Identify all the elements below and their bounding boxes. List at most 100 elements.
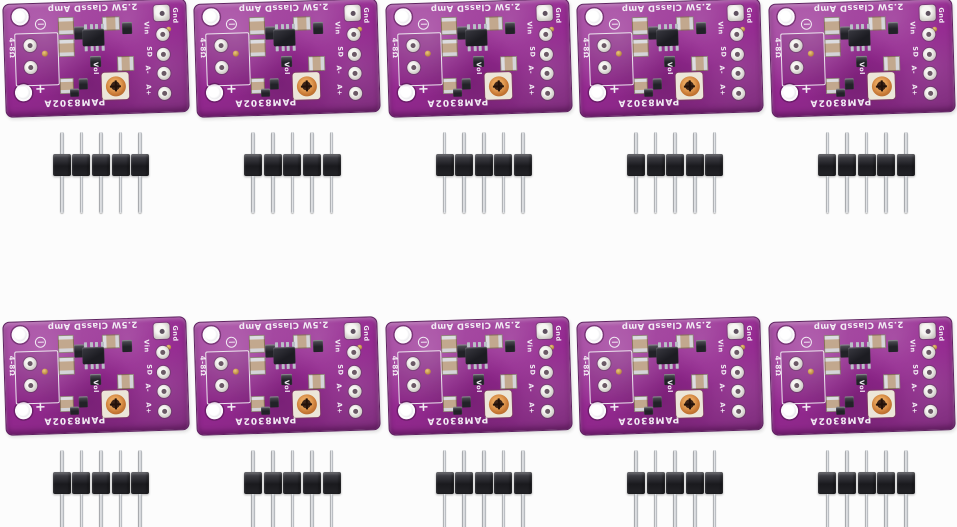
speaker-terminal-box	[779, 32, 826, 87]
polarity-minus-icon	[226, 18, 238, 30]
header-pin	[474, 132, 494, 213]
pin-label-gnd: Gnd	[362, 7, 371, 24]
impedance-label: 4-8Ω	[390, 37, 399, 59]
volume-trimmer-potentiometer	[484, 71, 513, 100]
pin-label-vin: Vin	[716, 21, 725, 35]
a-plus-pad	[731, 404, 746, 418]
header-pin	[283, 132, 303, 213]
ic-pin	[854, 342, 859, 348]
volume-trimmer-potentiometer	[867, 389, 895, 418]
resistor	[835, 88, 845, 97]
ic-pin	[855, 364, 859, 370]
fiducial-gold-dot	[807, 368, 814, 375]
module-row-bottom: 2.5W ClassD Amp PAM8302A + 4-8Ω	[0, 316, 957, 527]
speaker-pad	[406, 378, 421, 393]
capacitor	[631, 334, 649, 354]
gnd-corner-pad	[153, 4, 170, 22]
amplifier-ic-chip	[656, 28, 679, 47]
vin-pad	[346, 27, 361, 42]
ic-pin	[477, 341, 481, 348]
amplifier-ic-chip	[82, 346, 105, 365]
ic-pin	[292, 363, 296, 369]
pin-label-sd: SD	[145, 46, 154, 58]
header-pin	[263, 132, 283, 213]
header-pin	[322, 450, 342, 527]
ic-pin	[664, 364, 668, 370]
rating-label: 2.5W ClassD Amp	[621, 0, 712, 14]
pin-label-a-minus: A-	[526, 65, 535, 75]
capacitor	[632, 38, 650, 58]
capacitor	[823, 16, 840, 36]
chip-name-label: PAM8302A	[43, 413, 106, 426]
header-pin	[705, 132, 725, 213]
mounting-hole	[206, 84, 224, 102]
resistor	[452, 88, 462, 97]
mounting-hole	[394, 8, 412, 26]
header-pin	[91, 450, 111, 527]
ic-pin	[663, 24, 667, 30]
gnd-corner-pad	[344, 322, 362, 340]
pin-label-a-plus: A+	[909, 84, 919, 96]
speaker-pad	[789, 60, 804, 75]
pin-label-gnd: Gnd	[553, 7, 563, 24]
volume-label: Vol	[665, 61, 675, 76]
rating-label: 2.5W ClassD Amp	[430, 0, 521, 14]
header-pin	[685, 450, 705, 527]
vin-pad	[155, 345, 169, 360]
capacitor	[823, 38, 841, 58]
volume-trimmer-potentiometer	[675, 71, 704, 100]
a-minus-pad	[348, 384, 362, 399]
header-pin	[896, 132, 916, 213]
gnd-corner-pad	[153, 322, 170, 340]
vin-pad	[538, 345, 552, 360]
volume-label: Vol	[665, 379, 675, 394]
mounting-hole	[11, 8, 29, 26]
ic-pin	[658, 46, 662, 52]
rating-label: 2.5W ClassD Amp	[238, 0, 329, 14]
amplifier-ic-chip	[847, 28, 871, 47]
header-pin	[454, 132, 474, 213]
a-plus-pad	[157, 404, 171, 418]
a-plus-pad	[922, 404, 937, 418]
ic-pin	[658, 342, 662, 348]
a-minus-pad	[730, 66, 745, 81]
pcb-board: 2.5W ClassD Amp PAM8302A + 4-8Ω	[576, 316, 764, 436]
ic-pin	[866, 363, 870, 369]
vin-pad	[921, 27, 935, 42]
ic-pin	[658, 24, 662, 30]
header-pin	[454, 450, 474, 527]
resistor	[835, 406, 845, 415]
pin-label-gnd: Gnd	[170, 325, 180, 342]
sd-pad	[538, 365, 553, 379]
pcb-board: 2.5W ClassD Amp PAM8302A + 4-8Ω	[767, 316, 956, 436]
gnd-corner-pad	[536, 322, 553, 340]
vin-pad	[155, 27, 169, 42]
pin-label-gnd: Gnd	[745, 325, 754, 342]
pin-label-vin: Vin	[142, 339, 151, 353]
ic-pin	[866, 45, 870, 51]
header-pin	[837, 132, 857, 213]
speaker-terminal-box	[205, 350, 252, 405]
resistor	[461, 396, 471, 408]
gnd-corner-pad	[918, 322, 936, 340]
pin-label-vin: Vin	[333, 339, 343, 353]
pin-label-a-minus: A-	[909, 65, 918, 75]
capacitor	[691, 373, 709, 390]
ic-pin	[276, 364, 280, 370]
pcb-board: 2.5W ClassD Amp PAM8302A + 4-8Ω	[576, 0, 764, 118]
ic-pin	[478, 363, 482, 370]
ic-pin	[472, 46, 477, 52]
pin-header-strip	[818, 132, 916, 213]
sd-pad	[156, 365, 170, 379]
resistor	[261, 406, 271, 415]
gnd-corner-pad	[344, 4, 362, 22]
impedance-label: 4-8Ω	[7, 355, 16, 377]
amplifier-module-unit: 2.5W ClassD Amp PAM8302A + 4-8Ω	[191, 316, 382, 527]
impedance-label: 4-8Ω	[772, 37, 782, 59]
ic-pin	[483, 23, 487, 29]
ic-pin	[287, 363, 291, 370]
pin-label-vin: Vin	[907, 21, 917, 35]
header-pin	[494, 450, 514, 527]
resistor	[452, 406, 462, 415]
volume-trimmer-potentiometer	[292, 71, 321, 100]
